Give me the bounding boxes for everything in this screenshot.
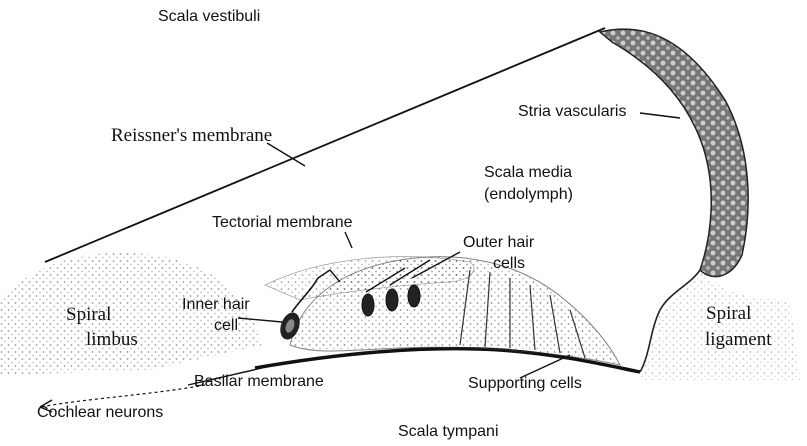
label-scala-media: Scala media — [484, 165, 572, 182]
spiral-ligament-tissue — [640, 270, 800, 380]
label-cochlear-neurons: Cochlear neurons — [37, 405, 163, 422]
label-outer-hair-cells-line1: Outer hair — [463, 235, 534, 252]
label-basilar-membrane: Basilar membrane — [194, 374, 324, 391]
label-stria-vascularis: Stria vascularis — [518, 104, 626, 121]
label-spiral-limbus-line1: Spiral — [66, 305, 111, 325]
label-tectorial-membrane: Tectorial membrane — [212, 215, 353, 232]
stria-vascularis-band — [600, 29, 748, 277]
label-inner-hair-cell-line1: Inner hair — [182, 297, 250, 314]
label-inner-hair-cell-line2: cell — [214, 318, 238, 335]
label-endolymph: (endolymph) — [484, 187, 573, 204]
label-scala-vestibuli: Scala vestibuli — [158, 9, 260, 26]
label-spiral-ligament-line2: ligament — [705, 330, 771, 350]
spiral-limbus-tissue — [0, 253, 262, 375]
label-spiral-limbus-line2: limbus — [86, 330, 138, 350]
label-spiral-ligament-line1: Spiral — [706, 304, 751, 324]
label-supporting-cells: Supporting cells — [468, 376, 582, 393]
label-outer-hair-cells-line2: cells — [493, 256, 525, 273]
label-reissners-membrane: Reissner's membrane — [111, 126, 272, 146]
label-scala-tympani: Scala tympani — [398, 424, 499, 441]
